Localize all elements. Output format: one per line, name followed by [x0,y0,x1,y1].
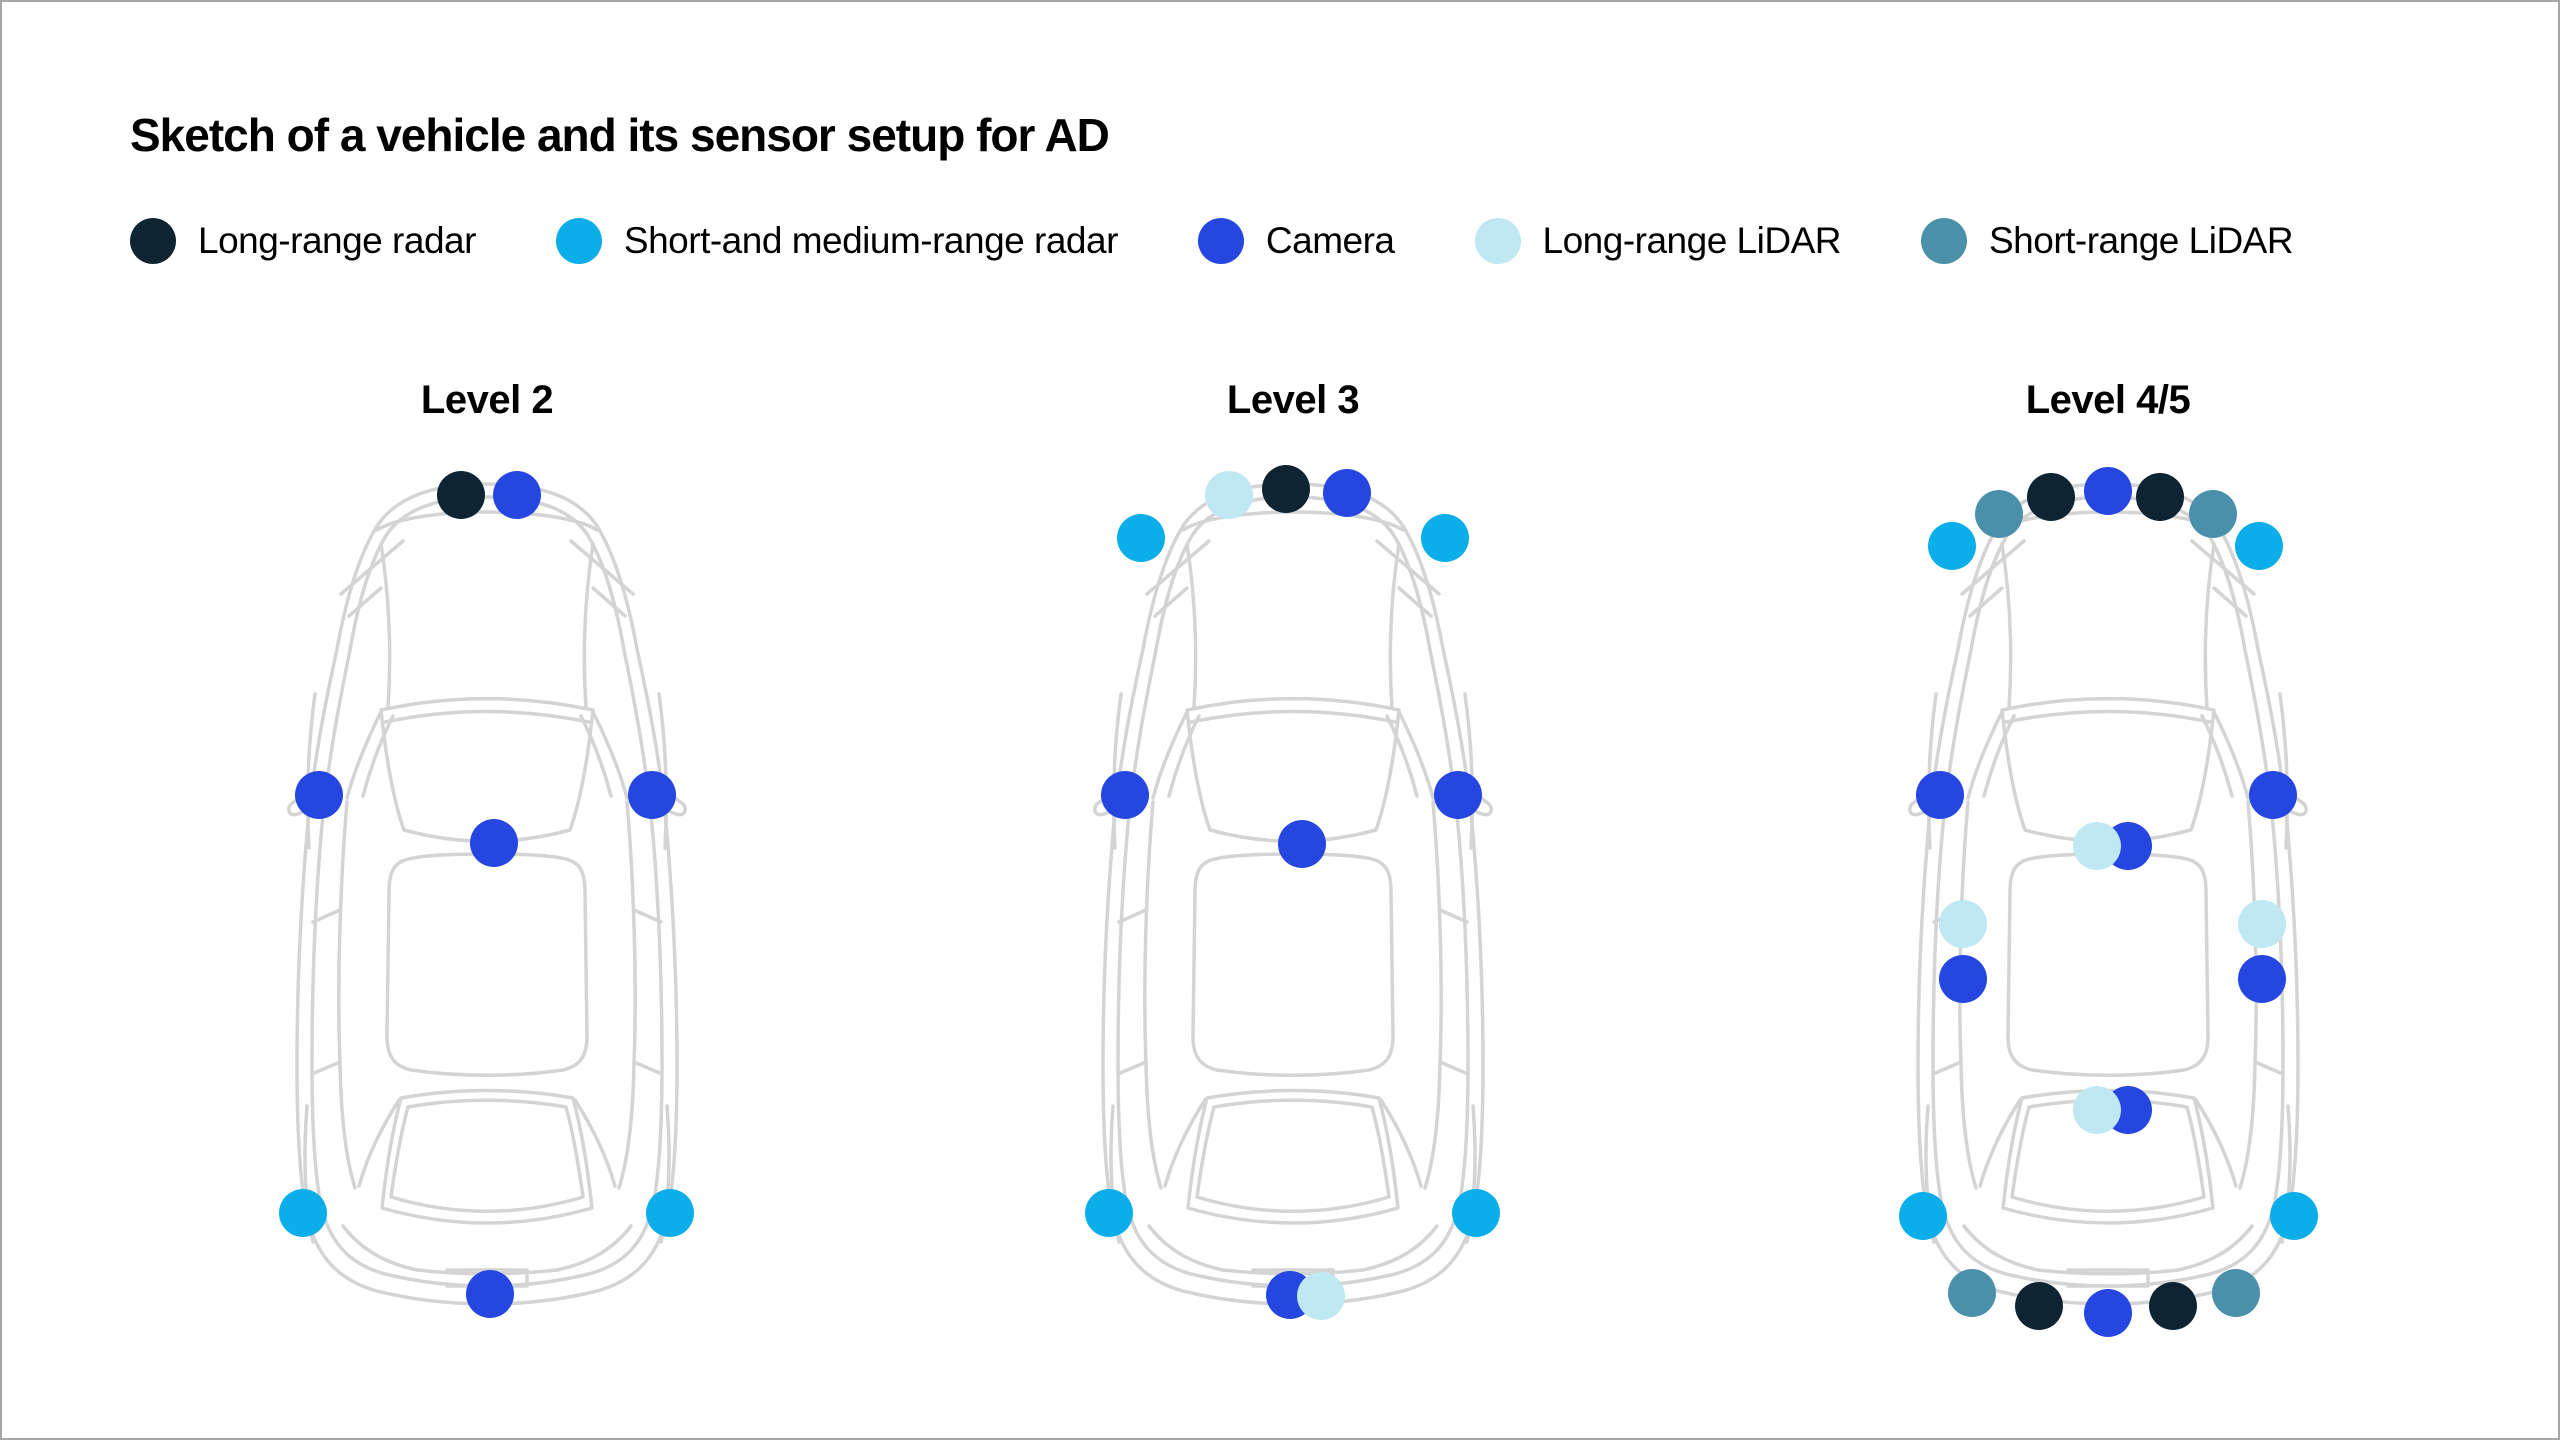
car-top-view-drawing [1908,482,2308,1306]
sensor-dot-camera [1278,820,1326,868]
car-sketch-level-4-5 [1899,464,2318,1337]
vehicle-figure-level-3: Level 3 [1085,374,1500,1324]
sensor-dot-short-medium-radar [1928,522,1976,570]
legend-label: Long-range LiDAR [1542,220,1842,261]
sensor-dot-camera [2084,1289,2132,1337]
legend-item-long-range-lidar: Long-range LiDAR [1474,218,1842,264]
vehicle-figure-level-4-5: Level 4/5 [1899,374,2318,1337]
sensor-dot-short-medium-radar [1452,1189,1500,1237]
sensor-dot-short-range-lidar [1975,490,2023,538]
legend-label: Short-and medium-range radar [623,220,1118,261]
sensor-dot-short-medium-radar [1117,514,1165,562]
sensor-dot-camera [493,471,541,519]
car-top-view-drawing [1093,482,1493,1306]
sensor-dot-camera [470,819,518,867]
sensor-dot-long-range-lidar [2073,822,2121,870]
sensor-dot-camera [2249,771,2297,819]
sensor-dot-camera [1434,771,1482,819]
long-range-lidar-swatch-icon [1474,218,1521,264]
sensor-dot-short-medium-radar [1421,514,1469,562]
legend-item-camera: Camera [1197,218,1395,264]
sensor-dot-camera [1939,955,1987,1003]
sensor-dot-long-range-radar [1262,465,1310,513]
sensor-dot-short-medium-radar [1899,1192,1947,1240]
legend-label: Long-range radar [198,220,476,261]
legend-label: Camera [1265,220,1395,261]
sensor-dot-short-medium-radar [1085,1189,1133,1237]
sensor-dot-long-range-lidar [2073,1086,2121,1134]
sensor-dot-short-medium-radar [2270,1192,2318,1240]
figure-title-level-2: Level 2 [420,378,554,422]
car-sketch-level-2 [279,464,694,1324]
sensor-dot-long-range-lidar [1939,900,1987,948]
car-sketch-level-3 [1085,464,1500,1324]
sensor-dot-long-range-lidar [1297,1272,1345,1320]
sensor-dot-camera [466,1270,514,1318]
sensor-dot-camera [1916,771,1964,819]
sensor-dot-camera [1323,469,1371,517]
sensor-legend: Long-range radar Short-and medium-range … [130,218,2294,264]
sensor-dot-camera [2238,955,2286,1003]
vehicle-figure-level-2: Level 2 [279,374,694,1324]
camera-swatch-icon [1197,218,1244,264]
legend-item-long-range-radar: Long-range radar [130,218,476,264]
sensor-dot-short-medium-radar [2235,522,2283,570]
car-top-view-drawing [287,482,687,1306]
sensor-dot-camera [2084,467,2132,515]
sensor-dot-long-range-radar [2015,1282,2063,1330]
sensor-dot-camera [628,771,676,819]
sensor-dot-long-range-radar [2136,473,2184,521]
sensor-dot-long-range-lidar [1205,471,1253,519]
sensor-dot-short-range-lidar [1948,1269,1996,1317]
legend-label: Short-range LiDAR [1988,220,2294,261]
short-range-lidar-swatch-icon [1920,218,1967,264]
page-title: Sketch of a vehicle and its sensor setup… [130,109,1110,161]
sensor-dot-long-range-radar [2027,473,2075,521]
sensor-dot-long-range-radar [437,471,485,519]
sensor-dot-camera [1101,771,1149,819]
sensor-dot-long-range-lidar [2238,900,2286,948]
figure-title-level-4-5: Level 4/5 [2025,378,2191,422]
sensor-dot-short-medium-radar [279,1189,327,1237]
legend-item-short-range-lidar: Short-range LiDAR [1920,218,2294,264]
long-range-radar-swatch-icon [130,218,176,264]
sensor-dot-long-range-radar [2149,1282,2197,1330]
short-medium-radar-swatch-icon [555,218,602,264]
sensor-dot-short-medium-radar [646,1189,694,1237]
sensor-dot-short-range-lidar [2189,490,2237,538]
figure-title-level-3: Level 3 [1226,378,1360,422]
sensor-dot-short-range-lidar [2212,1269,2260,1317]
sensor-dot-camera [295,771,343,819]
legend-item-short-medium-radar: Short-and medium-range radar [555,218,1118,264]
